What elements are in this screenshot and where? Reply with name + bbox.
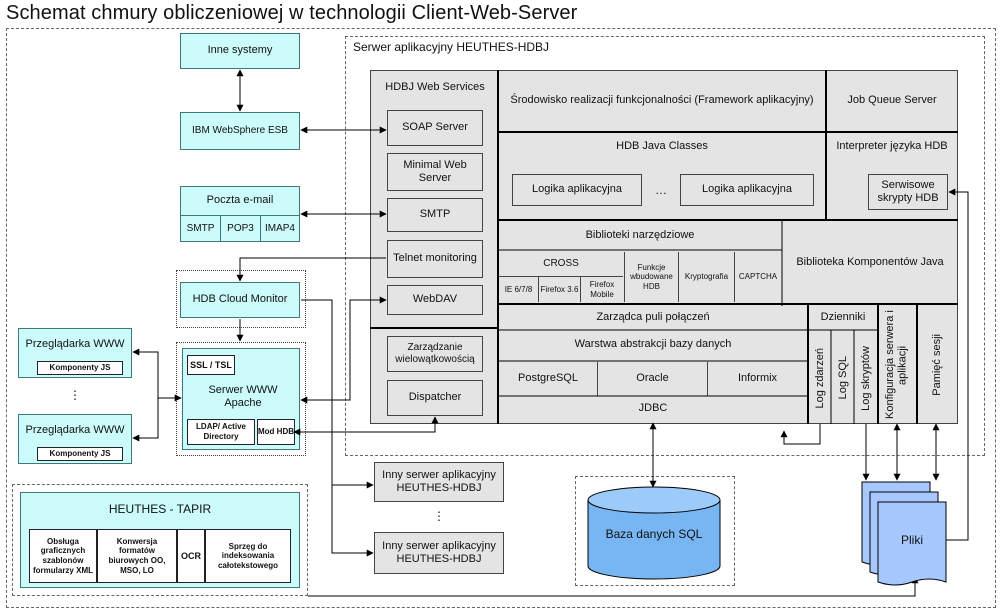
cross-ie: IE 6/7/8 [499,276,539,302]
job-queue-box: Job Queue Server [847,94,937,107]
konfig-label: Konfiguracja serwera i aplikacji [884,310,909,420]
server-title: Serwer aplikacyjny HEUTHES-HDBJ [353,40,550,54]
ws-title: HDBJ Web Services [385,81,485,94]
inne-systemy-box: Inne systemy [180,33,300,69]
page-title: Schemat chmury obliczeniowej w technolog… [6,2,578,24]
log-skryptow: Log skryptów [855,332,877,424]
poczta-pop3: POP3 [221,215,261,241]
tapir-frame [12,484,308,596]
tapir-box: HEUTHES - TAPIR Obsługa graficznych szab… [20,492,300,588]
pamiec-label: Pamięć sesji [930,334,943,396]
multi-box: Zarządzanie wielowątkowością [387,336,483,372]
outer-frame [6,28,996,608]
log-skryptow-label: Log skryptów [859,345,872,411]
pamiec-box: Pamięć sesji [917,306,957,424]
dzienniki-title: Dzienniki [820,311,866,324]
cross-firefox: Firefox 3.6 [539,276,581,302]
tapir-cell-ocr: OCR [177,529,205,583]
ldap-box: LDAP/ Active Directory [187,419,255,445]
ws-minimal: Minimal Web Server [387,153,483,191]
other-ellipsis: ⋮ [433,508,445,523]
logika-ellipsis: … [655,182,667,197]
baza-label: Baza danych SQL [605,526,703,541]
cross-firefox-mobile: Firefox Mobile [581,276,623,302]
ws-webdav: WebDAV [387,285,483,315]
pliki-label: Pliki [900,532,923,547]
poczta-box: Poczta e-mail SMTP POP3 IMAP4 [180,186,300,242]
komponenty-java-box: Biblioteka Komponentów Java [796,256,944,269]
konfig-box: Konfiguracja serwera i aplikacji [878,306,916,424]
log-sql: Log SQL [832,332,854,424]
tapir-cell-konwersja: Konwersja formatów biurowych OO, MSO, LO [97,529,177,583]
poczta-smtp: SMTP [181,215,221,241]
log-sql-label: Log SQL [836,356,849,400]
logika-1: Logika aplikacyjna [512,174,642,206]
captcha-box: CAPTCHA [734,252,781,302]
cross-title: CROSS [543,258,579,269]
jdbc-box: JDBC [638,402,668,415]
warstwa-box: Warstwa abstrakcji bazy danych [574,338,732,351]
browser-2-komp: Komponenty JS [37,447,123,461]
other-server-2: Inny serwer aplikacyjny HEUTHES-HDBJ [374,532,504,574]
framework-box: Środowisko realizacji funkcjonalności (F… [510,94,814,107]
skrypty-box: Serwisowe skrypty HDB [868,174,948,210]
biblioteki-title: Biblioteki narzędziowe [585,229,695,242]
db-informix: Informix [707,362,807,396]
logika-2: Logika aplikacyjna [680,174,814,206]
log-zdarzen-label: Log zdarzeń [813,347,826,409]
ibm-esb-box: IBM WebSphere ESB [180,112,300,150]
browser-ellipsis: ⋮ [69,387,81,402]
mod-hdb-box: Mod HDB [257,419,295,445]
pula-box: Zarządca puli połączeń [596,311,710,324]
ws-telnet: Telnet monitoring [387,240,483,278]
krypto-box: Kryptografia [678,252,734,302]
ws-soap: SOAP Server [387,110,483,146]
poczta-title: Poczta e-mail [206,194,274,207]
ssl-box: SSL / TSL [187,355,235,375]
log-zdarzen: Log zdarzeń [809,332,831,424]
cloud-monitor-box: HDB Cloud Monitor [180,282,300,318]
browser-2-title: Przeglądarka WWW [25,424,125,437]
browser-1-title: Przeglądarka WWW [25,338,125,351]
browser-1: Przeglądarka WWW Komponenty JS [18,328,132,378]
apache-title: Serwer WWW Apache [208,383,278,409]
db-oracle: Oracle [597,362,707,396]
tapir-title: HEUTHES - TAPIR [108,501,212,516]
server-frame [345,36,985,456]
apache-box: SSL / TSL Serwer WWW Apache LDAP/ Active… [182,348,300,450]
interpreter-title: Interpreter języka HDB [836,140,948,153]
browser-2: Przeglądarka WWW Komponenty JS [18,414,132,464]
tapir-cell-xml: Obsługa graficznych szablonów formularzy… [29,529,97,583]
db-postgres: PostgreSQL [518,372,578,385]
other-server-1: Inny serwer aplikacyjny HEUTHES-HDBJ [374,462,504,502]
funkcje-box: Funkcje wbudowane HDB [624,252,678,302]
poczta-imap4: IMAP4 [261,215,299,241]
java-classes-title: HDB Java Classes [616,140,708,153]
tapir-cell-indeks: Sprzęg do indeksowania całotekstowego [205,529,291,583]
ws-smtp: SMTP [387,198,483,232]
browser-1-komp: Komponenty JS [37,361,123,375]
dispatcher-box: Dispatcher [387,380,483,416]
